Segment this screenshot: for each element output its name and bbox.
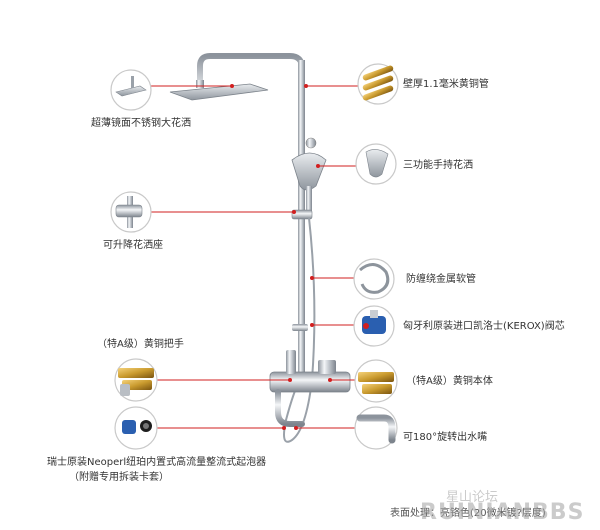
watermark-en: RUINIANBBS (420, 500, 585, 525)
label-hose: 防缠绕金属软管 (406, 274, 476, 285)
finish-note: 表面处理：亮铬色(20微米镀?层度) (390, 508, 546, 519)
label-rain-shower: 超薄镜面不锈钢大花洒 (91, 118, 191, 129)
mixer-body (269, 350, 351, 393)
label-aerator-note: （附赠专用拆装卡套） (69, 472, 169, 483)
label-valve-core: 匈牙利原装进口凯洛士(KEROX)阀芯 (403, 321, 565, 332)
detail-hand-shower (355, 143, 397, 185)
rain-shower-head (169, 80, 269, 101)
detail-valve-core (353, 305, 395, 347)
callout-lines (148, 84, 358, 430)
label-aerator: 瑞士原装Neoperl纽珀内置式高流量整流式起泡器 (47, 457, 267, 468)
riser-pipe (298, 60, 305, 385)
lift-seat (291, 209, 313, 220)
watermark-cn: 星山论坛 (446, 490, 499, 505)
label-lift-seat: 可升降花洒座 (103, 240, 163, 251)
detail-spout (354, 406, 398, 450)
detail-brass-pipe (357, 63, 399, 105)
detail-aerator (114, 406, 158, 450)
detail-brass-body (354, 359, 398, 403)
label-spout: 可180°旋转出水嘴 (403, 432, 488, 443)
label-body: （特A级）黄铜本体 (406, 376, 493, 387)
shower-set (169, 53, 351, 443)
label-wall-thickness: 壁厚1.1毫米黄铜管 (403, 79, 489, 90)
detail-rain-shower (110, 69, 152, 111)
detail-brass-handle (114, 358, 158, 402)
label-hand-shower: 三功能手持花洒 (403, 160, 473, 171)
detail-hose (353, 258, 395, 300)
detail-lift-seat (110, 191, 152, 233)
hand-shower (291, 152, 327, 216)
spout (275, 389, 305, 427)
metal-hose (283, 217, 316, 443)
mixer-handle (286, 350, 296, 374)
label-handle: （特A级）黄铜把手 (97, 339, 184, 350)
